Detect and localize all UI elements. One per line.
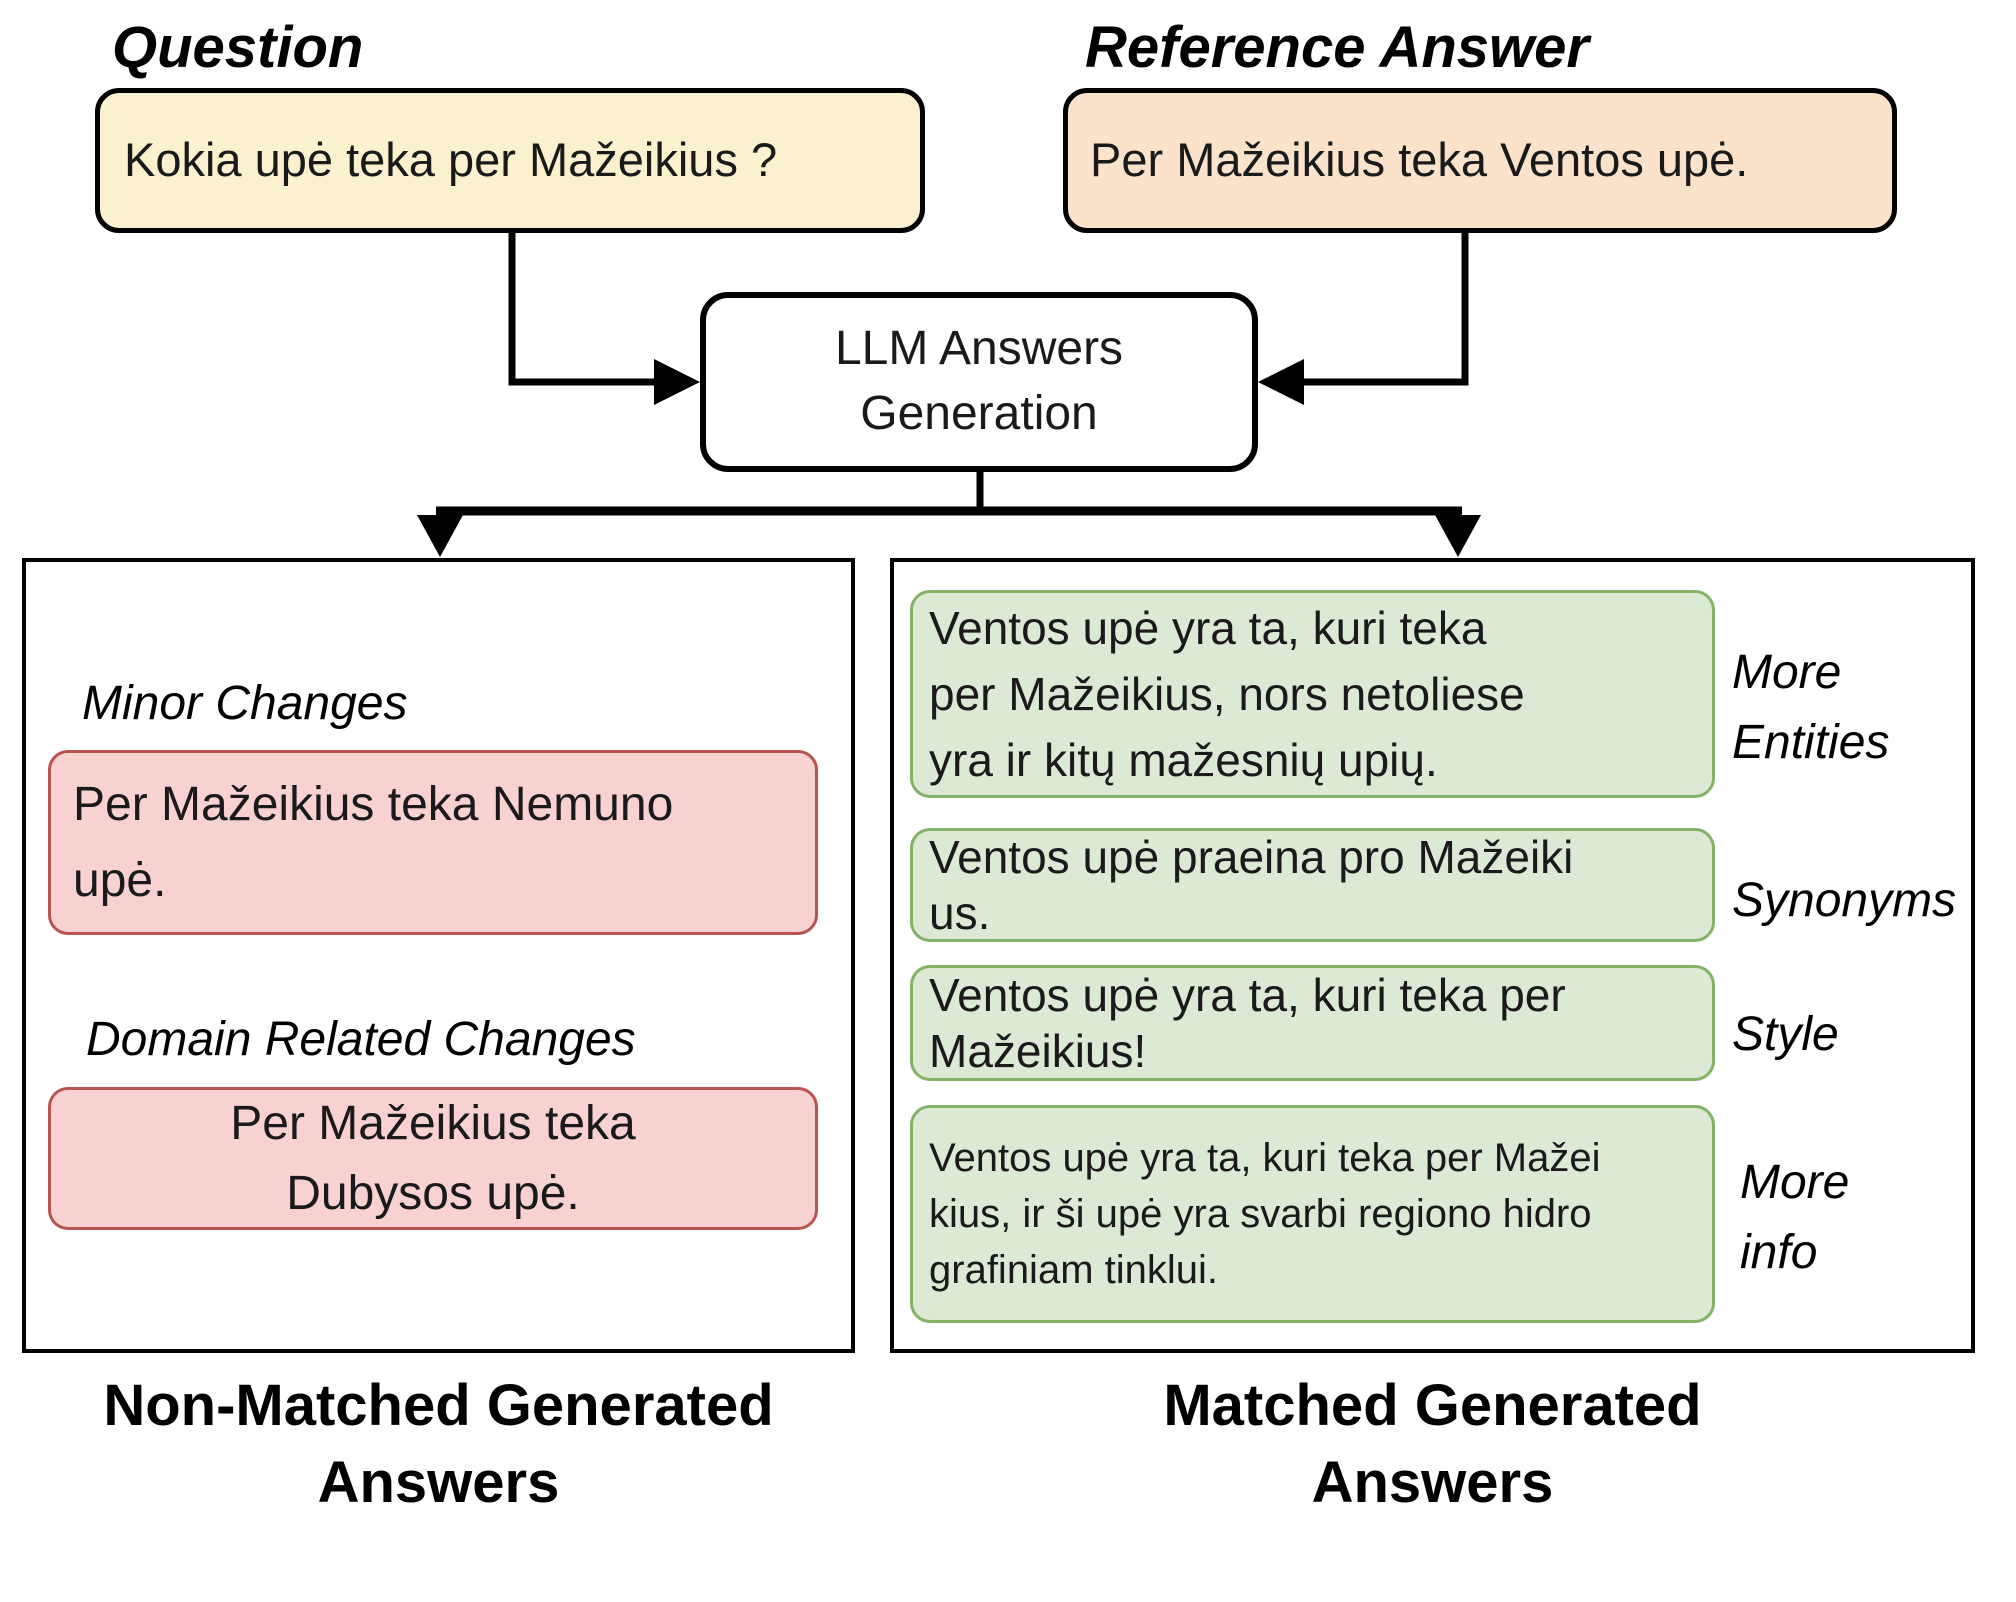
- arrowhead-to-nonmatched: [417, 515, 463, 557]
- matched-answer-style-text: Ventos upė yra ta, kuri teka per Mažeiki…: [929, 968, 1566, 1077]
- non-matched-answer-domain-text: Per Mažeikius teka Dubysos upė.: [230, 1096, 636, 1220]
- reference-answer-box: Per Mažeikius teka Ventos upė.: [1063, 88, 1897, 233]
- matched-answer-more-info: Ventos upė yra ta, kuri teka per Mažei k…: [910, 1105, 1715, 1323]
- llm-generation-box: LLM Answers Generation: [700, 292, 1258, 472]
- arrowhead-into-llm-left: [654, 359, 700, 405]
- minor-changes-label: Minor Changes: [82, 677, 408, 730]
- matched-answer-more-info-text: Ventos upė yra ta, kuri teka per Mažei k…: [929, 1136, 1601, 1292]
- question-title: Question: [112, 15, 364, 80]
- domain-related-changes-label: Domain Related Changes: [86, 1013, 636, 1066]
- synonyms-tag: Synonyms: [1732, 874, 1957, 927]
- matched-answer-synonyms: Ventos upė praeina pro Mažeiki us.: [910, 828, 1715, 942]
- non-matched-answer-domain: Per Mažeikius teka Dubysos upė.: [48, 1087, 818, 1230]
- matched-answer-more-entities: Ventos upė yra ta, kuri teka per Mažeiki…: [910, 590, 1715, 798]
- arrow-question-to-llm: [508, 233, 656, 386]
- matched-answer-style: Ventos upė yra ta, kuri teka per Mažeiki…: [910, 965, 1715, 1081]
- non-matched-answer-minor-text: Per Mažeikius teka Nemuno upė.: [73, 777, 674, 907]
- llm-generation-label: LLM Answers Generation: [834, 322, 1124, 440]
- arrow-reference-to-llm: [1302, 233, 1469, 386]
- reference-answer-title: Reference Answer: [1085, 15, 1589, 80]
- question-box: Kokia upė teka per Mažeikius ?: [95, 88, 925, 233]
- matched-caption: Matched Generated Answers: [1163, 1373, 1702, 1515]
- more-info-tag: More info: [1740, 1156, 1850, 1279]
- arrowhead-into-llm-right: [1258, 359, 1304, 405]
- non-matched-answer-minor: Per Mažeikius teka Nemuno upė.: [48, 750, 818, 935]
- matched-answer-synonyms-text: Ventos upė praeina pro Mažeiki us.: [929, 830, 1574, 939]
- style-tag: Style: [1732, 1008, 1839, 1061]
- question-text: Kokia upė teka per Mažeikius ?: [124, 133, 778, 187]
- non-matched-caption: Non-Matched Generated Answers: [103, 1373, 774, 1515]
- reference-answer-text: Per Mažeikius teka Ventos upė.: [1090, 133, 1749, 187]
- matched-answer-more-entities-text: Ventos upė yra ta, kuri teka per Mažeiki…: [929, 601, 1525, 787]
- more-entities-tag: More Entities: [1732, 646, 1890, 769]
- arrowhead-to-matched: [1435, 515, 1481, 557]
